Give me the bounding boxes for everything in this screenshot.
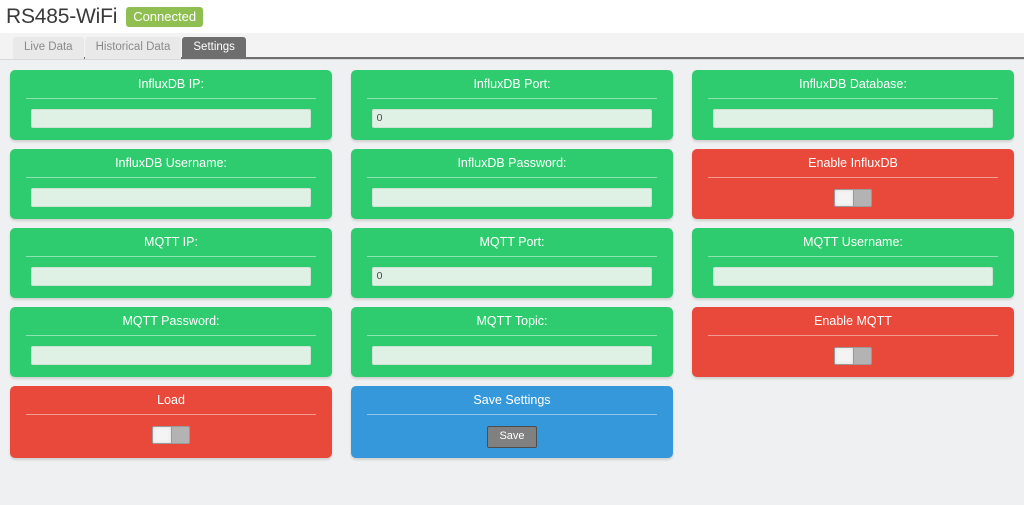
card-title-mqtt-username: MQTT Username: xyxy=(803,235,903,249)
card-title-save-settings: Save Settings xyxy=(473,393,551,407)
mqtt-port-input[interactable] xyxy=(371,266,653,286)
toggle-track xyxy=(854,189,871,206)
tab-settings[interactable]: Settings xyxy=(182,36,246,59)
card-divider xyxy=(367,176,657,178)
card-title-influxdb-ip: InfluxDB IP: xyxy=(138,77,204,91)
card-enable-mqtt: Enable MQTT xyxy=(692,307,1014,377)
card-title-mqtt-topic: MQTT Topic: xyxy=(476,314,548,328)
card-mqtt-ip: MQTT IP: xyxy=(10,228,332,298)
card-influxdb-port: InfluxDB Port: xyxy=(351,70,673,140)
card-divider xyxy=(26,97,316,99)
card-title-influxdb-database: InfluxDB Database: xyxy=(799,77,907,91)
app-header: RS485-WiFi Connected xyxy=(0,0,1024,33)
card-divider xyxy=(26,413,316,415)
toggle-track xyxy=(172,426,189,443)
enable-mqtt-toggle[interactable] xyxy=(834,346,872,365)
card-title-enable-mqtt: Enable MQTT xyxy=(814,314,892,328)
card-enable-influxdb: Enable InfluxDB xyxy=(692,149,1014,219)
card-influxdb-database: InfluxDB Database: xyxy=(692,70,1014,140)
card-mqtt-password: MQTT Password: xyxy=(10,307,332,377)
influxdb-password-input[interactable] xyxy=(371,187,653,207)
card-title-mqtt-port: MQTT Port: xyxy=(479,235,545,249)
influxdb-ip-input[interactable] xyxy=(30,108,312,128)
influxdb-database-input[interactable] xyxy=(712,108,994,128)
tab-live-data[interactable]: Live Data xyxy=(13,36,84,59)
influxdb-port-input[interactable] xyxy=(371,108,653,128)
card-divider xyxy=(708,97,998,99)
card-divider xyxy=(708,334,998,336)
toggle-track xyxy=(854,347,871,364)
mqtt-topic-input[interactable] xyxy=(371,345,653,365)
card-divider xyxy=(26,176,316,178)
mqtt-username-input[interactable] xyxy=(712,266,994,286)
card-title-influxdb-port: InfluxDB Port: xyxy=(473,77,551,91)
card-divider xyxy=(708,255,998,257)
card-title-enable-influxdb: Enable InfluxDB xyxy=(808,156,898,170)
card-mqtt-topic: MQTT Topic: xyxy=(351,307,673,377)
card-mqtt-username: MQTT Username: xyxy=(692,228,1014,298)
card-influxdb-ip: InfluxDB IP: xyxy=(10,70,332,140)
card-title-influxdb-username: InfluxDB Username: xyxy=(115,156,227,170)
card-influxdb-password: InfluxDB Password: xyxy=(351,149,673,219)
mqtt-ip-input[interactable] xyxy=(30,266,312,286)
card-divider xyxy=(26,255,316,257)
load-toggle[interactable] xyxy=(152,425,190,444)
card-divider xyxy=(367,97,657,99)
toggle-knob xyxy=(153,426,172,443)
save-button[interactable]: Save xyxy=(487,425,537,448)
enable-influxdb-toggle[interactable] xyxy=(834,188,872,207)
tab-historical-data[interactable]: Historical Data xyxy=(84,36,182,59)
status-badge: Connected xyxy=(126,6,204,27)
influxdb-username-input[interactable] xyxy=(30,187,312,207)
card-title-influxdb-password: InfluxDB Password: xyxy=(457,156,567,170)
card-mqtt-port: MQTT Port: xyxy=(351,228,673,298)
card-divider xyxy=(367,255,657,257)
card-divider xyxy=(367,334,657,336)
card-divider xyxy=(367,413,657,415)
card-title-mqtt-password: MQTT Password: xyxy=(122,314,220,328)
page-title: RS485-WiFi xyxy=(6,5,118,28)
toggle-knob xyxy=(835,189,854,206)
mqtt-password-input[interactable] xyxy=(30,345,312,365)
card-influxdb-username: InfluxDB Username: xyxy=(10,149,332,219)
card-spacer xyxy=(692,386,1014,458)
card-divider xyxy=(26,334,316,336)
toggle-knob xyxy=(835,347,854,364)
card-divider xyxy=(708,176,998,178)
card-load: Load xyxy=(10,386,332,458)
card-title-mqtt-ip: MQTT IP: xyxy=(144,235,198,249)
card-title-load: Load xyxy=(157,393,185,407)
settings-grid: InfluxDB IP: InfluxDB Port: InfluxDB Datab… xyxy=(0,60,1024,458)
